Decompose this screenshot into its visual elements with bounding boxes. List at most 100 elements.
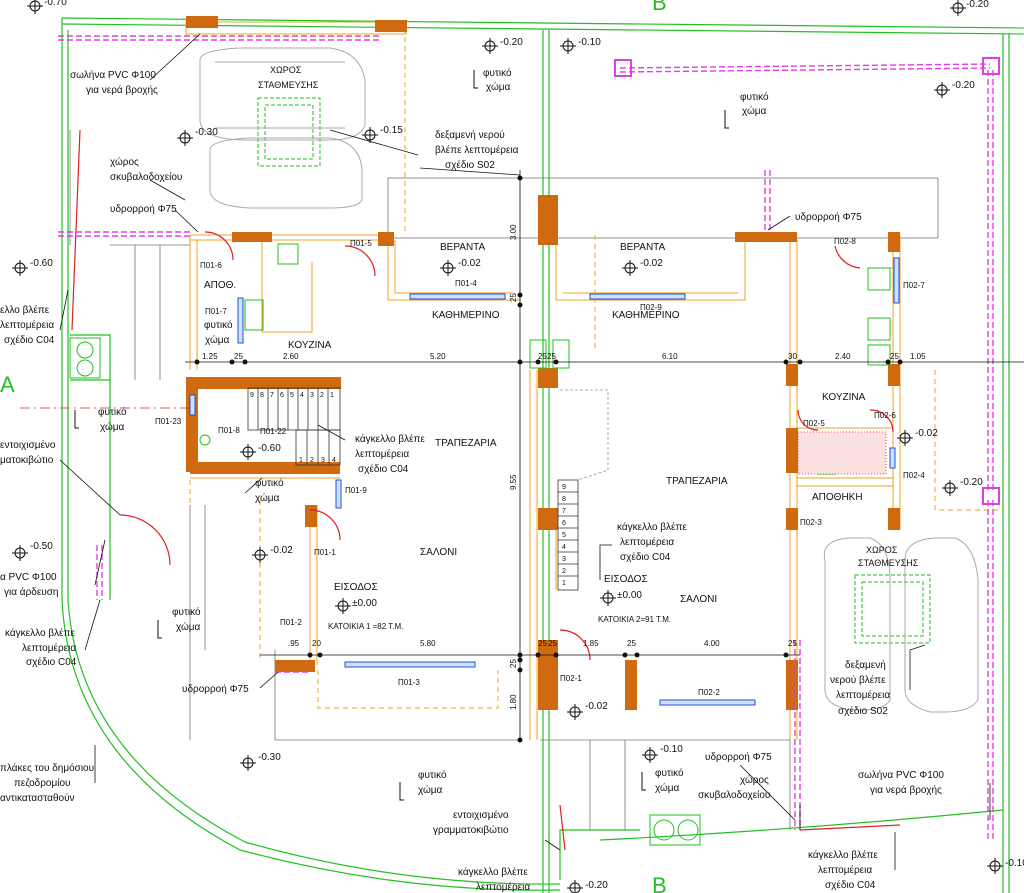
- door-tag: Π01-8: [218, 426, 240, 435]
- dimension-label: 25: [538, 639, 547, 648]
- level-label: -0.10: [578, 37, 601, 48]
- note-label: δεξαμενή νερού: [435, 129, 505, 141]
- note-label: υδρορροή Φ75: [795, 211, 862, 223]
- note-label: δεξαμενή: [845, 659, 886, 671]
- dimension-lines: [185, 170, 1024, 740]
- door-tag: Π02-7: [903, 281, 925, 290]
- stair-number: 2: [320, 392, 324, 399]
- note-label: σχέδιο C04: [825, 879, 876, 891]
- note-label: χώμα: [176, 621, 201, 633]
- hatched-zone: [797, 431, 887, 475]
- dimension-label: 5.20: [430, 352, 446, 361]
- stair-number: 5: [290, 392, 294, 399]
- note-label: λεπτομέρεια: [818, 864, 872, 876]
- stair-number: 9: [562, 484, 566, 491]
- room-label: ΕΙΣΟΔΟΣ: [334, 582, 378, 593]
- stair-number: 6: [562, 520, 566, 527]
- level-label: -0.02: [270, 545, 293, 556]
- level-label: -0.02: [585, 701, 608, 712]
- door-tag: Π01-1: [314, 548, 336, 557]
- dimension-label: 25: [548, 639, 557, 648]
- dimension-label: 30: [788, 352, 797, 361]
- level-label: -0.60: [30, 258, 53, 269]
- dimension-label: 4.00: [704, 639, 720, 648]
- note-label: υδρορροή Φ75: [705, 751, 772, 763]
- note-label: κάγκελλο βλέπε: [5, 627, 75, 639]
- room-label: ΧΩΡΟΣ: [866, 545, 898, 555]
- pipes: [58, 35, 994, 840]
- door-tag: Π01-4: [455, 279, 477, 288]
- room-label: ΣΤΑΘΜΕΥΣΗΣ: [258, 80, 319, 90]
- axis-marker: B: [652, 873, 667, 893]
- level-label: -0.20: [960, 477, 983, 488]
- note-label: σχέδιο C04: [620, 551, 671, 563]
- room-label: ΧΩΡΟΣ: [270, 65, 302, 75]
- room-label: ΤΡΑΠΕΖΑΡΙΑ: [666, 476, 728, 487]
- dimension-label: 25: [627, 639, 636, 648]
- stair-number: 4: [562, 544, 566, 551]
- note-label: χώμα: [205, 334, 230, 346]
- leader-lines: [59, 33, 991, 870]
- pipe-boxes: [614, 57, 1000, 505]
- door-tag: Π01-3: [398, 678, 420, 687]
- door-tag: Π01-23: [155, 417, 182, 426]
- note-label: ματοκιβώτιο: [0, 454, 54, 466]
- room-label: ΒΕΡΑΝΤΑ: [620, 242, 666, 253]
- room-label: ΚΑΤΟΙΚΙΑ 1 =82 Τ.Μ.: [328, 622, 403, 631]
- level-label: -0.02: [458, 258, 481, 269]
- note-label: ελλο βλέπε: [0, 304, 50, 316]
- dimension-label: 25: [234, 352, 243, 361]
- note-label: πεζοδρομίου: [14, 777, 71, 789]
- note-label: υδρορροή Φ75: [110, 203, 177, 215]
- note-label: σωλήνα PVC Φ100: [70, 69, 156, 81]
- note-label: υδρορροή Φ75: [182, 683, 249, 695]
- door-tag: Π02-2: [698, 688, 720, 697]
- level-label: ±0.00: [352, 598, 377, 609]
- note-label: χώμα: [742, 105, 767, 117]
- room-label: ΚΟΥΖΙΝΑ: [288, 340, 332, 351]
- stairs: [247, 387, 609, 591]
- note-label: χώμα: [100, 421, 125, 433]
- stair-number: 3: [310, 392, 314, 399]
- note-label: χώμα: [486, 81, 511, 93]
- note-label: πλάκες του δημόσιου: [0, 762, 94, 774]
- door-tag: Π02-1: [560, 674, 582, 683]
- note-label: λεπτομέρεια: [355, 448, 409, 460]
- windows: [189, 257, 900, 706]
- stair-number: 6: [280, 392, 284, 399]
- dimension-label: 25: [890, 352, 899, 361]
- room-label: ΚΑΤΟΙΚΙΑ 2=91 Τ.Μ.: [598, 615, 671, 624]
- water-tanks: [257, 97, 931, 644]
- note-label: σκυβαλοδοχείου: [698, 789, 770, 801]
- room-label: ΕΙΣΟΔΟΣ: [604, 574, 648, 585]
- note-label: χώμα: [255, 492, 280, 504]
- door-tag: Π02-6: [874, 411, 896, 420]
- note-label: λεπτομέρεια: [22, 642, 76, 654]
- structural-walls: [186, 16, 900, 710]
- dimension-label: 25: [788, 639, 797, 648]
- level-label: -0.30: [195, 127, 218, 138]
- note-label: για άρδευση: [4, 586, 58, 598]
- room-label: ΑΠΟΘΗΚΗ: [812, 492, 863, 503]
- note-label: κάγκελλο βλέπε: [458, 866, 528, 878]
- door-tag: Π02-4: [903, 471, 925, 480]
- note-label: σχέδιο C04: [4, 334, 55, 346]
- door-tag: Π02-5: [803, 419, 825, 428]
- cars: [199, 47, 979, 713]
- door-tag: Π01-2: [280, 618, 302, 627]
- level-label: -0.02: [915, 428, 938, 439]
- stair-number: 1: [562, 580, 566, 587]
- dimension-label: 25: [547, 352, 556, 361]
- door-tag: Π01-6: [200, 261, 222, 270]
- room-label: ΒΕΡΑΝΤΑ: [440, 242, 486, 253]
- note-label: φυτικό: [204, 319, 233, 331]
- dimension-label: 25: [509, 293, 518, 302]
- stair-number: 4: [332, 457, 336, 464]
- note-label: λεπτομέρεια: [620, 536, 674, 548]
- plot-boundary: [61, 17, 1024, 893]
- level-label: -0.70: [44, 0, 67, 8]
- dimension-label: 1.05: [910, 352, 926, 361]
- dimension-label: 1.85: [583, 639, 599, 648]
